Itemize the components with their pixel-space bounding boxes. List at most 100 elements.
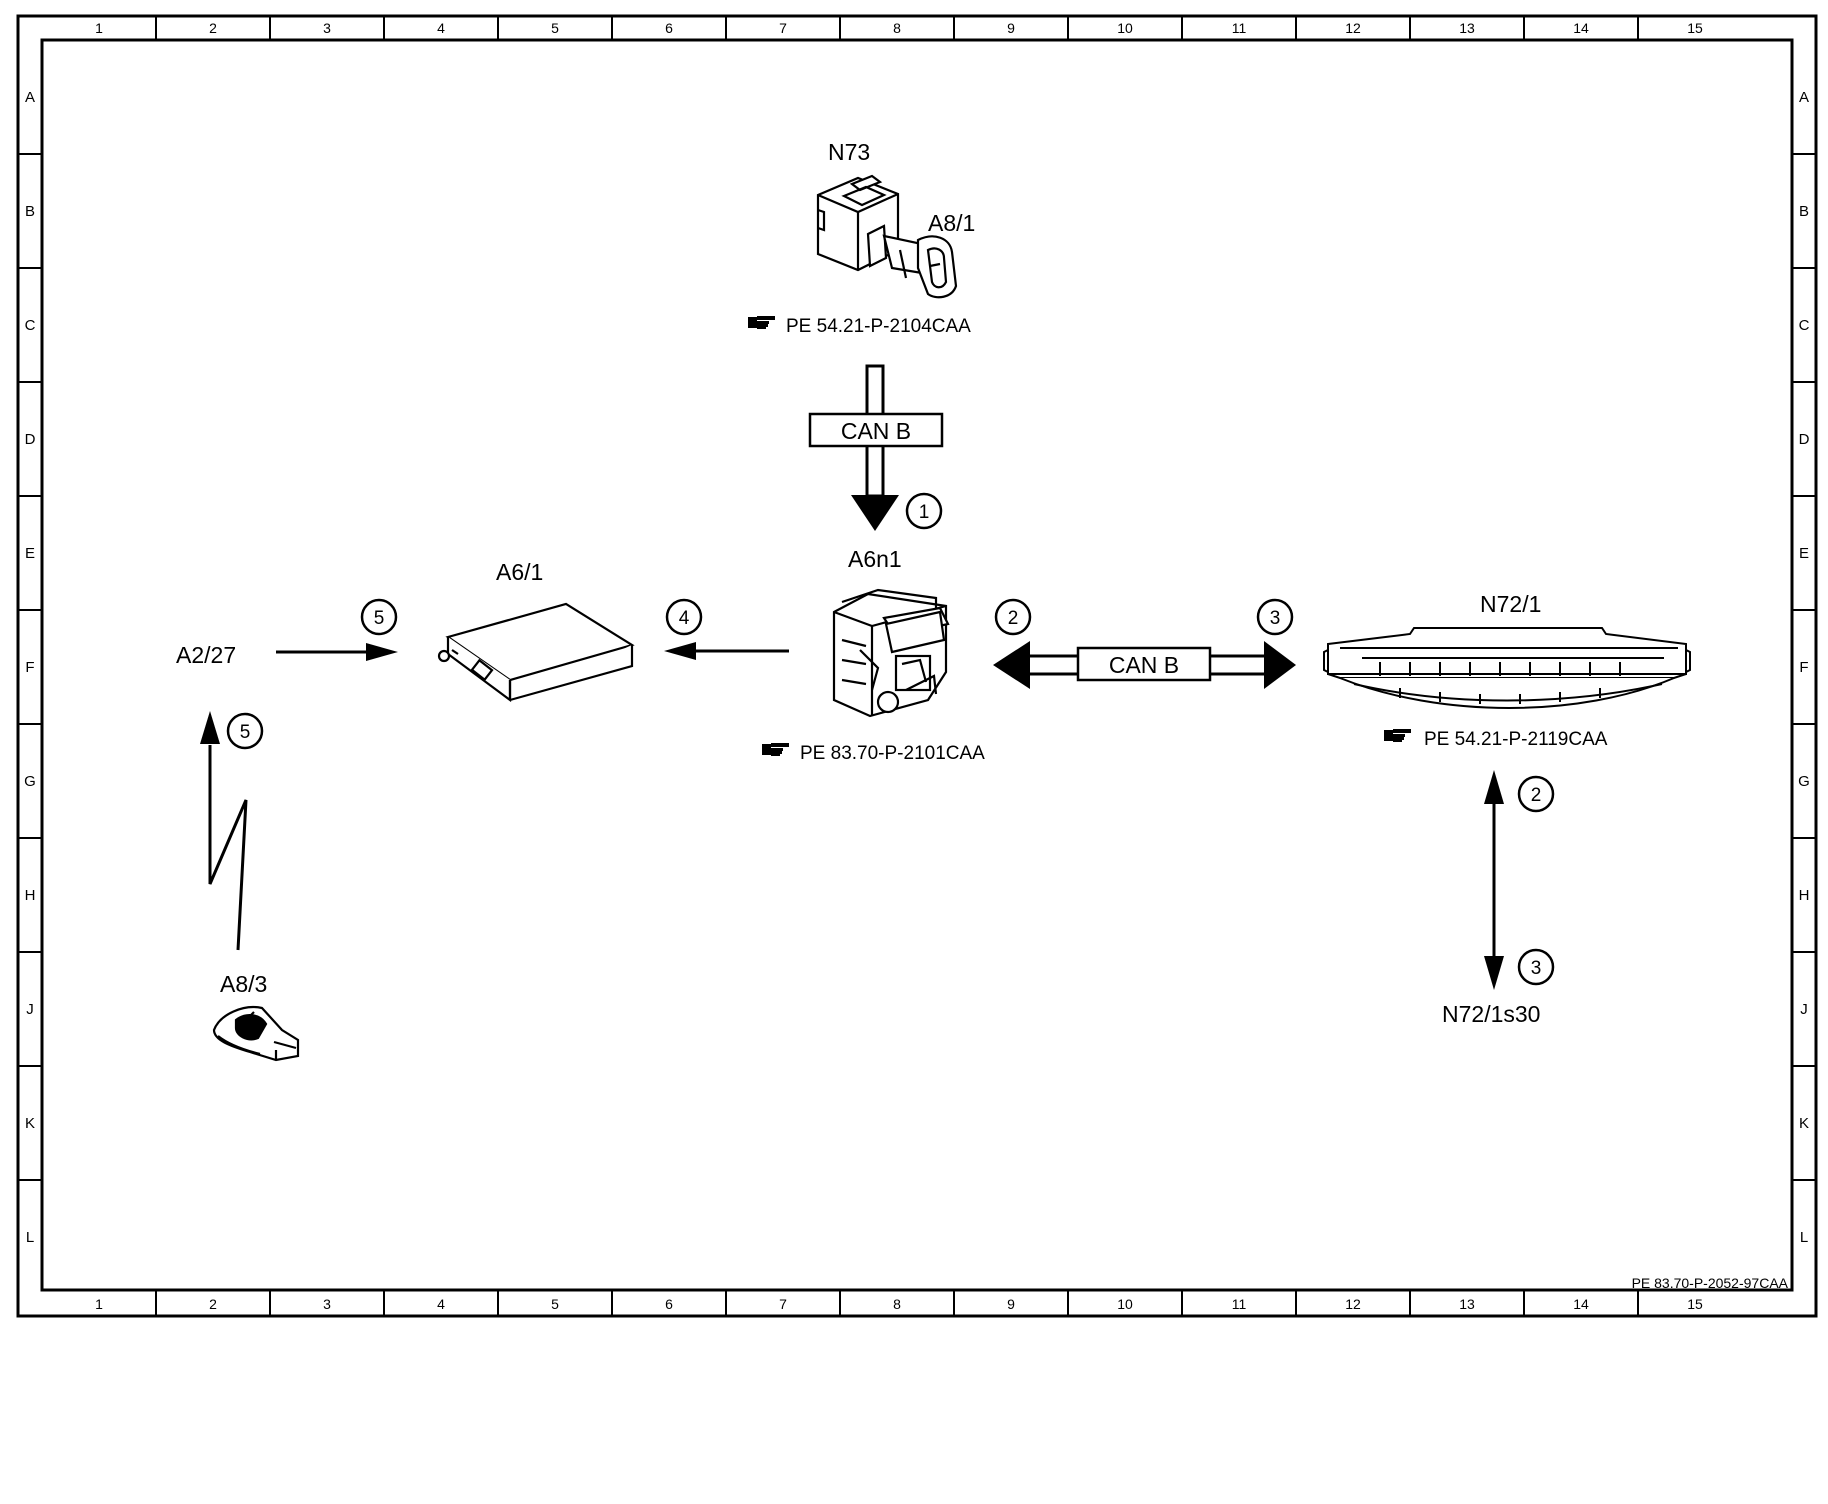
- grid-column-label-bottom: 3: [323, 1296, 331, 1312]
- can-b-horizontal-label: CAN B: [1109, 652, 1179, 678]
- a6-1-receiver-icon: [437, 602, 635, 703]
- step-4-marker: 4: [665, 598, 703, 636]
- radio-signal-arrow: [200, 711, 248, 951]
- grid-column-label-bottom: 12: [1345, 1296, 1361, 1312]
- grid-row-label-left: A: [25, 89, 35, 106]
- grid-column-label-bottom: 15: [1687, 1296, 1703, 1312]
- n73-label: N73: [828, 139, 870, 165]
- n72-1-control-panel-icon: [1323, 627, 1691, 709]
- grid-column-label-bottom: 7: [779, 1296, 787, 1312]
- grid-row-label-left: F: [25, 659, 34, 676]
- grid-row-label-right: L: [1800, 1229, 1808, 1246]
- grid-row-label-right: F: [1799, 659, 1808, 676]
- n72-1s30-label: N72/1s30: [1442, 1001, 1540, 1027]
- pointing-hand-icon: [1384, 729, 1411, 742]
- a8-1-label: A8/1: [928, 210, 975, 236]
- document-id: PE 83.70-P-2052-97CAA: [1632, 1275, 1789, 1291]
- arrow-a6n1-to-a6-1: [664, 642, 789, 660]
- grid-row-label-left: K: [25, 1115, 35, 1132]
- grid-column-label-top: 8: [893, 20, 901, 36]
- a6-1-label: A6/1: [496, 559, 543, 585]
- n72-1s30-double-arrow: [1484, 770, 1504, 990]
- step-3-right-marker: 3: [1256, 598, 1294, 636]
- grid-column-label-bottom: 2: [209, 1296, 217, 1312]
- a6n1-control-unit-icon: [832, 588, 950, 718]
- pointing-hand-icon: [748, 316, 775, 329]
- grid-row-label-right: B: [1799, 203, 1809, 220]
- grid-column-label-bottom: 13: [1459, 1296, 1475, 1312]
- grid-row-label-left: D: [25, 431, 36, 448]
- grid-column-label-top: 12: [1345, 20, 1361, 36]
- grid-column-label-bottom: 8: [893, 1296, 901, 1312]
- step-3-bottom-number: 3: [1531, 958, 1542, 979]
- grid-row-label-right: E: [1799, 545, 1809, 562]
- grid-row-label-left: B: [25, 203, 35, 220]
- drawing-frame: [16, 14, 1818, 1318]
- grid-column-label-top: 9: [1007, 20, 1015, 36]
- n73-reference-text: PE 54.21-P-2104CAA: [786, 316, 971, 337]
- grid-column-label-bottom: 10: [1117, 1296, 1133, 1312]
- grid-column-label-top: 15: [1687, 20, 1703, 36]
- grid-column-label-top: 10: [1117, 20, 1133, 36]
- grid-row-label-right: G: [1798, 773, 1810, 790]
- grid-row-label-right: A: [1799, 89, 1809, 106]
- grid-row-label-left: J: [26, 1001, 34, 1018]
- grid-row-label-right: J: [1800, 1001, 1808, 1018]
- grid-column-label-bottom: 14: [1573, 1296, 1589, 1312]
- grid-row-label-left: E: [25, 545, 35, 562]
- grid-column-label-bottom: 1: [95, 1296, 103, 1312]
- grid-column-label-top: 5: [551, 20, 559, 36]
- grid-labels: 1122334455667788991010111112121313141415…: [24, 20, 1810, 1312]
- step-2-left-number: 2: [1008, 608, 1019, 629]
- grid-column-label-bottom: 4: [437, 1296, 445, 1312]
- can-b-vertical-arrow: CAN B: [808, 364, 944, 531]
- grid-column-label-top: 14: [1573, 20, 1589, 36]
- can-b-vertical-label: CAN B: [841, 418, 911, 444]
- grid-column-label-top: 13: [1459, 20, 1475, 36]
- grid-column-label-top: 3: [323, 20, 331, 36]
- grid-column-label-top: 2: [209, 20, 217, 36]
- step-1-number: 1: [919, 502, 930, 523]
- a6n1-reference: PE 83.70-P-2101CAA: [762, 743, 985, 764]
- step-5-left-marker: 5: [226, 712, 264, 750]
- step-2-right-marker: 2: [1517, 775, 1555, 813]
- step-3-bottom-marker: 3: [1517, 948, 1555, 986]
- step-4-number: 4: [679, 608, 690, 629]
- step-3-right-number: 3: [1270, 608, 1281, 629]
- grid-row-label-left: L: [26, 1229, 34, 1246]
- arrow-a2-27-to-a6-1: [276, 643, 398, 661]
- grid-column-label-bottom: 5: [551, 1296, 559, 1312]
- grid-column-label-top: 11: [1232, 20, 1247, 36]
- step-5-top-number: 5: [374, 608, 385, 629]
- a8-3-label: A8/3: [220, 971, 267, 997]
- n72-1-label: N72/1: [1480, 591, 1541, 617]
- grid-row-label-right: D: [1799, 431, 1810, 448]
- step-2-left-marker: 2: [994, 598, 1032, 636]
- step-5-top-marker: 5: [360, 598, 398, 636]
- n72-1-reference-text: PE 54.21-P-2119CAA: [1424, 729, 1608, 750]
- a6n1-reference-text: PE 83.70-P-2101CAA: [800, 743, 985, 764]
- step-1-marker: 1: [905, 492, 943, 530]
- grid-column-label-top: 7: [779, 20, 787, 36]
- grid-column-label-bottom: 11: [1232, 1296, 1247, 1312]
- n73-ignition-switch-icon: [816, 174, 958, 299]
- grid-column-label-top: 4: [437, 20, 445, 36]
- step-5-left-number: 5: [240, 722, 251, 743]
- grid-row-label-left: G: [24, 773, 36, 790]
- grid-row-label-left: H: [25, 887, 36, 904]
- grid-column-label-bottom: 9: [1007, 1296, 1015, 1312]
- can-b-horizontal-arrow: CAN B: [993, 641, 1296, 689]
- a2-27-label: A2/27: [176, 642, 236, 668]
- n72-1-reference: PE 54.21-P-2119CAA: [1384, 729, 1608, 750]
- grid-column-label-top: 6: [665, 20, 673, 36]
- grid-column-label-top: 1: [95, 20, 103, 36]
- a8-3-remote-key-icon: [212, 1006, 300, 1062]
- grid-row-label-left: C: [25, 317, 36, 334]
- step-2-right-number: 2: [1531, 785, 1542, 806]
- grid-ticks: [18, 16, 1816, 1316]
- pointing-hand-icon: [762, 743, 789, 756]
- grid-row-label-right: H: [1799, 887, 1810, 904]
- a6n1-label: A6n1: [848, 546, 902, 572]
- n73-reference: PE 54.21-P-2104CAA: [748, 316, 971, 337]
